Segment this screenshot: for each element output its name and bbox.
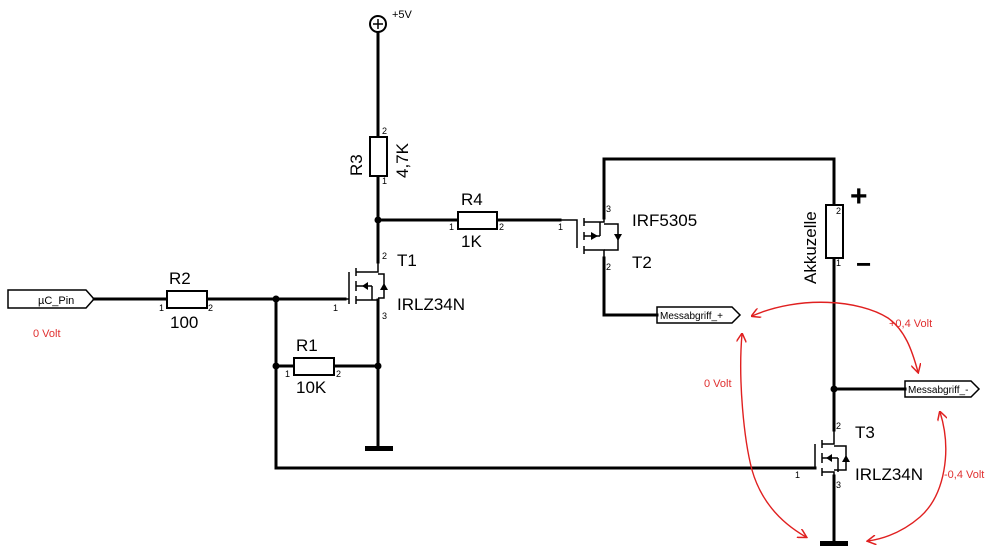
r1-name: R1: [296, 336, 318, 355]
r4-pin2: 2: [499, 222, 504, 232]
annotation-minus-volt: -0,4 Volt: [944, 469, 984, 481]
junction-dot: [272, 295, 280, 303]
junction-dot: [272, 362, 280, 370]
r2-pin2: 2: [208, 303, 213, 313]
t1-pin2: 2: [382, 251, 387, 261]
port-messabgriff-plus: Messabgriff_+: [656, 306, 742, 324]
arrow-minus-volt: [868, 412, 946, 541]
t2-pin2: 2: [606, 262, 611, 272]
junction-dot: [374, 216, 382, 224]
resistor-r1: R1 10K 1 2: [285, 336, 341, 397]
t3-name: T3: [855, 423, 875, 442]
messabgriff-minus-label: Messabgriff_-: [908, 385, 968, 396]
r4-name: R4: [461, 190, 483, 209]
r2-pin1: 1: [159, 303, 164, 313]
mosfet-t3: T3 IRLZ34N 1 2 3: [795, 421, 923, 490]
uc-pin-label: µC_Pin: [38, 295, 74, 307]
r3-value: 4,7K: [393, 142, 412, 178]
resistor-r3: R3 4,7K 2 1: [347, 126, 412, 186]
arrow-zero-volt: [741, 334, 806, 537]
cell-pin2: 2: [836, 206, 841, 216]
port-messabgriff-minus: Messabgriff_-: [904, 380, 981, 398]
t2-pin1: 1: [558, 222, 563, 232]
t1-name: T1: [397, 251, 417, 270]
r3-name: R3: [347, 154, 366, 176]
t1-type: IRLZ34N: [397, 295, 465, 314]
junctions: [272, 216, 838, 393]
r1-pin1: 1: [285, 369, 290, 379]
port-uc-pin: µC_Pin: [7, 289, 96, 309]
cell-minus: −: [856, 249, 871, 279]
t3-pin2: 2: [836, 421, 841, 431]
cell-pin1: 1: [836, 258, 841, 268]
r2-name: R2: [169, 269, 191, 288]
t2-pin3: 3: [606, 204, 611, 214]
t1-pin3: 3: [382, 311, 387, 321]
junction-dot: [374, 362, 382, 370]
wires: [92, 31, 907, 544]
resistor-r2: R2 100 1 2: [159, 269, 213, 332]
junction-dot: [830, 385, 838, 393]
r4-pin1: 1: [449, 222, 454, 232]
t1-pin1: 1: [333, 303, 338, 313]
r1-value: 10K: [296, 378, 327, 397]
cell-name: Akkuzelle: [801, 211, 820, 284]
annotation-uc-volt: 0 Volt: [33, 328, 61, 340]
t2-name: T2: [632, 253, 652, 272]
mosfet-t1: T1 IRLZ34N 1 2 3: [333, 251, 465, 321]
r4-value: 1K: [461, 232, 482, 251]
ground-icon: [820, 541, 848, 546]
annotation-zero-volt: 0 Volt: [704, 378, 732, 390]
t3-type: IRLZ34N: [855, 465, 923, 484]
t2-type: IRF5305: [632, 211, 697, 230]
mosfet-t2: IRF5305 T2 3 2: [560, 204, 697, 272]
r3-pin1: 1: [382, 176, 387, 186]
battery-cell: Akkuzelle 2 1 + −: [801, 180, 871, 284]
cell-plus: +: [850, 180, 868, 213]
r1-pin2: 2: [336, 369, 341, 379]
t3-pin3: 3: [836, 480, 841, 490]
r2-value: 100: [170, 313, 198, 332]
ground-icon: [365, 446, 393, 451]
messabgriff-plus-label: Messabgriff_+: [660, 311, 723, 322]
annotations: 0 Volt +0,4 Volt 0 Volt -0,4 Volt: [33, 301, 984, 541]
supply-label: +5V: [392, 9, 413, 21]
supply-symbol: +5V: [369, 9, 413, 33]
arrow-plus-volt: [752, 301, 918, 372]
r3-pin2: 2: [382, 126, 387, 136]
t3-pin1: 1: [795, 470, 800, 480]
resistor-r4: R4 1K 1 2 1: [449, 190, 563, 251]
